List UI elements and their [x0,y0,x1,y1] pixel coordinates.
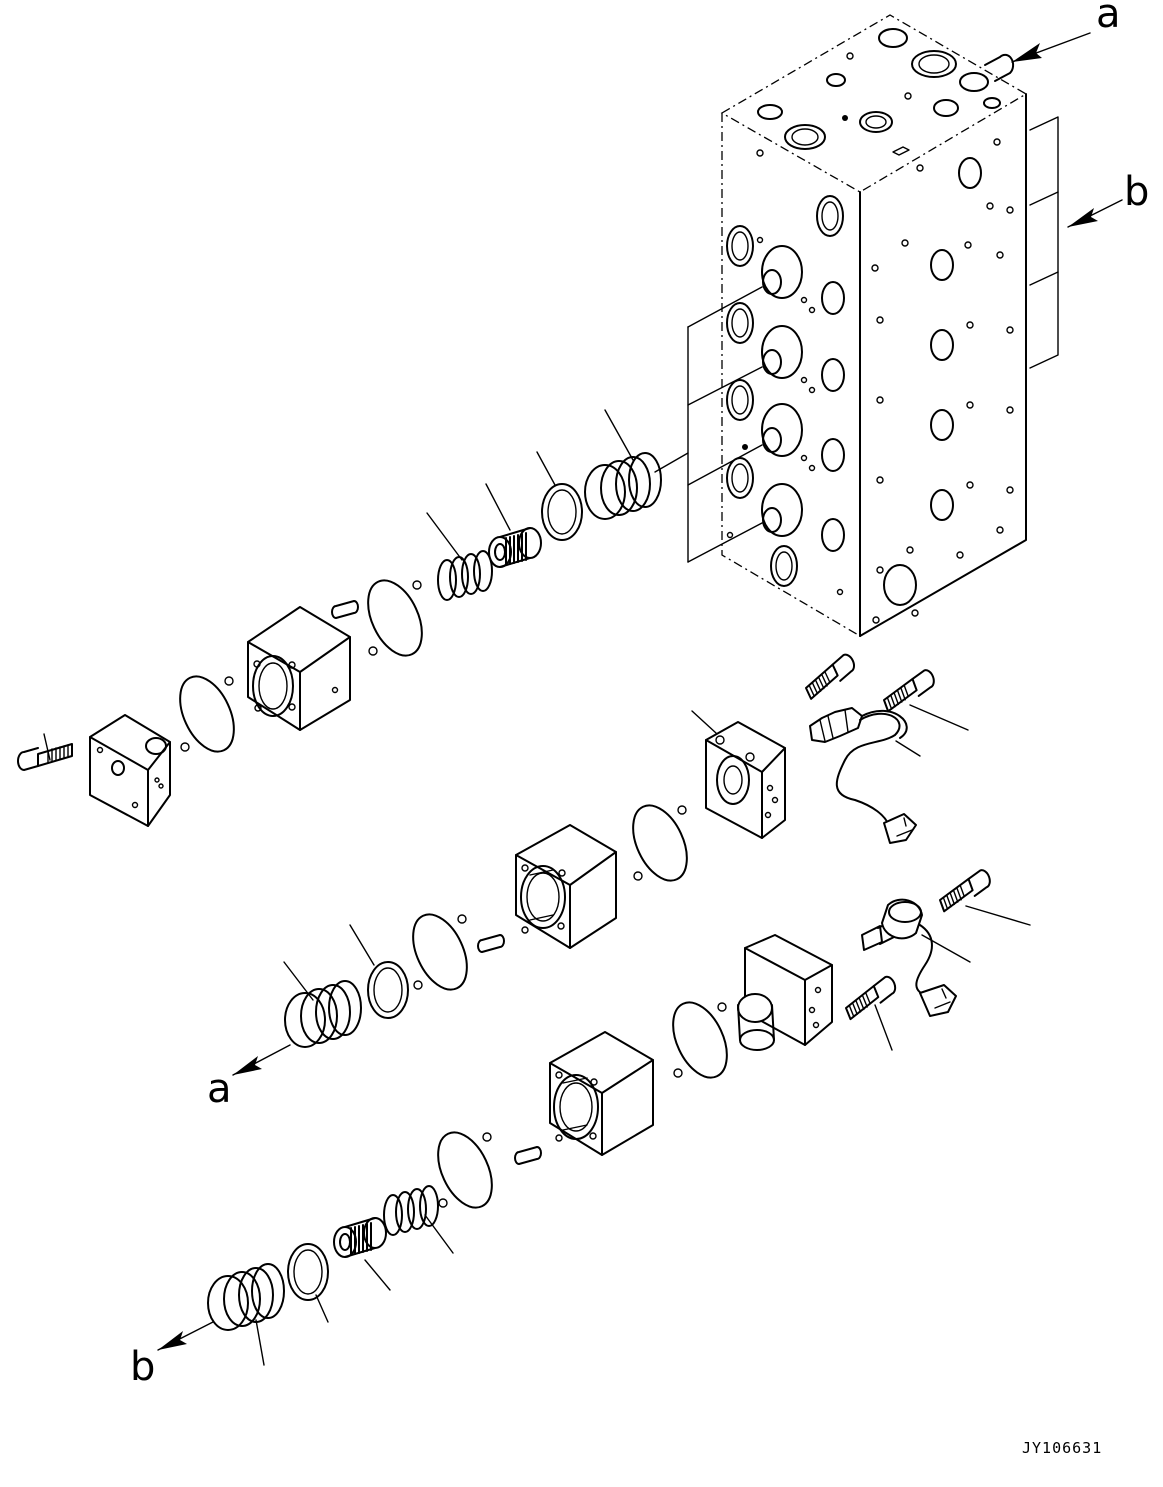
svg-text:b: b [130,1344,155,1390]
upper-small-spring [426,512,493,601]
lower-dowel-pin [514,1146,542,1165]
label-a-bottom: a [207,1044,291,1112]
middle-spool-case [515,824,617,949]
lower-spring-large [207,1263,285,1366]
lower-o-ring [661,993,739,1087]
lower-spool-plug [333,1217,391,1291]
sensor-mounting-block [691,710,786,839]
pressure-sensor-upper [809,707,921,844]
middle-spring-large [283,961,362,1048]
middle-o-ring [621,796,699,890]
lower-small-spring [383,1185,454,1254]
svg-text:b: b [1124,169,1149,215]
upper-cap-bolt [17,733,73,771]
drawing-code: JY106631 [1022,1439,1102,1457]
main-valve-block [720,14,1059,638]
upper-spool-plug [485,483,542,568]
lower-bolt-left [839,973,902,1051]
pressure-sensor-lower [861,898,971,1017]
upper-o-ring [356,571,434,665]
lower-end-cap [737,934,833,1051]
lower-spool-case [549,1031,654,1156]
middle-dowel-pin [477,934,505,953]
middle-bolt-right [878,667,969,731]
middle-retainer-ring [349,924,409,1019]
lower-retainer-ring [287,1243,329,1323]
upper-dowel-pin [331,600,359,619]
upper-spool-case [247,606,351,731]
label-b-bottom: b [130,1321,214,1390]
upper-end-cap [89,714,171,827]
spool-leader-bracket [654,286,763,563]
lower-bolt-right [934,867,1031,926]
middle-o-ring-2 [401,905,479,999]
label-b-top: b [1067,169,1149,228]
upper-retainer-ring [536,451,583,541]
label-a-top: a [1011,0,1121,63]
svg-text:a: a [1096,0,1121,37]
svg-text:a: a [207,1066,232,1112]
upper-spring-large [584,409,662,520]
upper-o-ring-2 [168,667,246,761]
middle-bolt-upper [799,651,862,700]
